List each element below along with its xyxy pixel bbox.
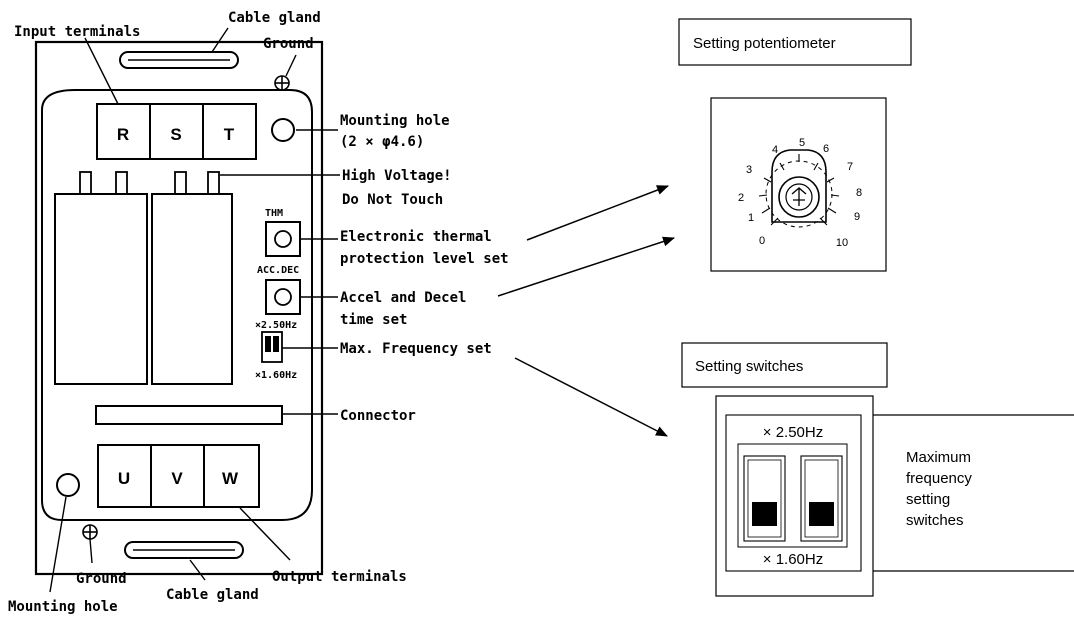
switch-bottom-label: × 1.60Hz bbox=[763, 551, 823, 568]
switches-desc-4: switches bbox=[906, 512, 964, 529]
high-voltage-label-2: Do Not Touch bbox=[342, 192, 443, 208]
dip-switch-1[interactable] bbox=[743, 455, 786, 542]
dial[interactable] bbox=[765, 149, 833, 228]
dial-tick-10: 10 bbox=[836, 237, 848, 249]
cable-gland-bottom bbox=[124, 541, 244, 559]
switches-desc-3: setting bbox=[906, 491, 950, 508]
mounting-hole-top-label-1: Mounting hole bbox=[340, 113, 450, 129]
ground-symbol-bottom bbox=[82, 524, 98, 540]
leader-lines bbox=[49, 27, 340, 593]
arrow-accel bbox=[497, 236, 675, 297]
x160-label-small: ×1.60Hz bbox=[255, 370, 297, 381]
dial-tick-0: 0 bbox=[759, 235, 765, 247]
dip-switch-2[interactable] bbox=[800, 455, 843, 542]
connector-block bbox=[95, 405, 283, 425]
dial-tick-4: 4 bbox=[772, 144, 778, 156]
acc-dec-potentiometer[interactable] bbox=[265, 279, 301, 315]
terminal-w: W bbox=[222, 469, 239, 488]
potentiometer-title-box bbox=[678, 18, 912, 66]
ground-top-label: Ground bbox=[263, 36, 314, 52]
dial-tick-8: 8 bbox=[856, 187, 862, 199]
accel-label-2: time set bbox=[340, 312, 407, 328]
high-voltage-pins bbox=[79, 171, 220, 195]
output-terminals-label: Output terminals bbox=[272, 569, 407, 585]
mounting-hole-top bbox=[271, 118, 295, 142]
switch-top-label: × 2.50Hz bbox=[763, 424, 823, 441]
cable-gland-bottom-label: Cable gland bbox=[166, 587, 259, 603]
mounting-hole-top-label-2: (2 × φ4.6) bbox=[340, 134, 424, 150]
dial-tick-5: 5 bbox=[799, 137, 805, 149]
dial-tick-6: 6 bbox=[823, 143, 829, 155]
switches-desc-2: frequency bbox=[906, 470, 972, 487]
dial-tick-9: 9 bbox=[854, 211, 860, 223]
cable-gland-top-label: Cable gland bbox=[228, 10, 321, 26]
terminal-t: T bbox=[224, 125, 235, 144]
mounting-hole-bottom-label: Mounting hole bbox=[8, 599, 118, 615]
thm-potentiometer[interactable] bbox=[265, 221, 301, 257]
mounting-hole-bottom bbox=[56, 473, 80, 497]
dial-tick-2: 2 bbox=[738, 192, 744, 204]
accel-label-1: Accel and Decel bbox=[340, 290, 466, 306]
switches-detail: Setting switches × 2.50Hz × 1.60Hz Maxim… bbox=[681, 342, 1074, 597]
connector-label: Connector bbox=[340, 408, 416, 424]
terminal-s: S bbox=[170, 125, 181, 144]
dip-switch-small[interactable] bbox=[261, 331, 283, 363]
switches-outer-frame bbox=[715, 395, 874, 597]
capacitor-right bbox=[151, 193, 233, 385]
device-enclosure bbox=[34, 40, 324, 576]
thermal-label-2: protection level set bbox=[340, 251, 509, 267]
dial-tick-7: 7 bbox=[847, 161, 853, 173]
dial-tick-3: 3 bbox=[746, 164, 752, 176]
capacitor-left bbox=[54, 193, 148, 385]
callout-arrows bbox=[497, 185, 675, 437]
switches-title-box bbox=[681, 342, 888, 388]
arrow-maxfreq bbox=[514, 357, 668, 437]
terminal-u: U bbox=[118, 469, 130, 488]
cable-gland-top bbox=[119, 51, 239, 69]
potentiometer-detail: Setting potentiometer 0 1 bbox=[678, 18, 912, 272]
dial-tick-1: 1 bbox=[748, 212, 754, 224]
arrow-thermal bbox=[526, 185, 669, 241]
input-terminals-label: Input terminals bbox=[14, 24, 140, 40]
terminal-v: V bbox=[171, 469, 183, 488]
device-inner-panel bbox=[41, 89, 313, 521]
switches-desc-1: Maximum bbox=[906, 449, 971, 466]
switches-title: Setting switches bbox=[695, 358, 803, 375]
ground-symbol-top bbox=[274, 75, 290, 91]
potentiometer-title: Setting potentiometer bbox=[693, 35, 836, 52]
input-terminal-block: R S T bbox=[96, 103, 257, 160]
high-voltage-label-1: High Voltage! bbox=[342, 168, 452, 184]
terminal-r: R bbox=[117, 125, 129, 144]
x250-label-small: ×2.50Hz bbox=[255, 320, 297, 331]
device-drawing: R S T THM ACC.DEC ×2.50Hz ×1.60Hz bbox=[8, 10, 509, 615]
ground-bottom-label: Ground bbox=[76, 571, 127, 587]
acc-dec-label: ACC.DEC bbox=[257, 265, 299, 276]
output-terminal-block: U V W bbox=[97, 444, 260, 508]
dial-tick-marks bbox=[758, 154, 840, 226]
maxfreq-label: Max. Frequency set bbox=[340, 341, 492, 357]
thermal-label-1: Electronic thermal bbox=[340, 229, 492, 245]
thm-label: THM bbox=[265, 208, 283, 219]
